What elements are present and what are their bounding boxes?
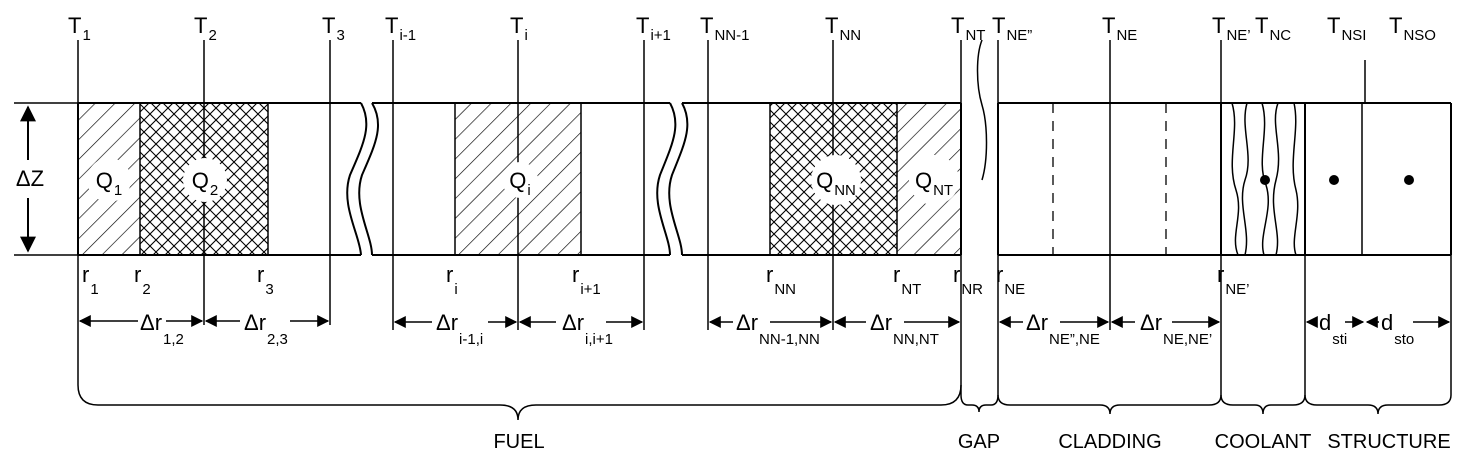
break-line-1 bbox=[346, 102, 368, 256]
temp-node-label-12: TNC bbox=[1255, 13, 1291, 44]
gap-region bbox=[975, 39, 989, 400]
spacing-label-0: Δr1,2 bbox=[140, 310, 184, 348]
radius-label-7: rNR bbox=[953, 262, 983, 298]
label-background bbox=[502, 162, 538, 198]
region-label-fuel: FUEL bbox=[493, 431, 544, 453]
region-label-gap: GAP bbox=[958, 431, 1000, 453]
spacing-label-6: ΔrNE”,NE bbox=[1026, 310, 1100, 348]
radius-label-3: ri bbox=[446, 262, 458, 298]
coolant-node-dot bbox=[1260, 175, 1270, 185]
radius-label-1: r2 bbox=[134, 262, 151, 298]
radius-label-6: rNT bbox=[893, 262, 921, 298]
radius-label-9: rNE’ bbox=[1217, 262, 1250, 298]
radius-label-5: rNN bbox=[766, 262, 796, 298]
temp-node-label-9: TNE” bbox=[992, 13, 1032, 44]
spacing-label-3: Δri,i+1 bbox=[562, 310, 613, 348]
coolant-brace bbox=[1220, 394, 1306, 415]
radius-label-2: r3 bbox=[257, 262, 274, 298]
temp-node-label-13: TNSI bbox=[1327, 13, 1366, 44]
spacing-label-7: ΔrNE,NE’ bbox=[1140, 310, 1212, 348]
label-background bbox=[909, 155, 959, 205]
region-label-structure: STRUCTURE bbox=[1327, 431, 1450, 453]
radius-label-8: rNE bbox=[996, 262, 1025, 298]
structure-outer-node-dot bbox=[1404, 175, 1414, 185]
height-dimension: ΔZ bbox=[10, 102, 78, 256]
temp-node-label-8: TNT bbox=[951, 13, 985, 44]
heat-label-4: QNT bbox=[915, 168, 953, 199]
heat-label-0: Q1 bbox=[96, 168, 122, 199]
label-background bbox=[811, 155, 861, 205]
spacing-label-4: ΔrNN-1,NN bbox=[736, 310, 820, 348]
temp-node-label-5: Ti+1 bbox=[636, 13, 671, 44]
temp-node-label-10: TNE bbox=[1102, 13, 1137, 44]
break-line-2 bbox=[358, 102, 380, 256]
region-label-coolant: COOLANT bbox=[1215, 431, 1312, 453]
temp-node-label-2: T3 bbox=[322, 13, 345, 44]
coolant-flow-lines bbox=[1231, 102, 1299, 256]
temperature-node-lines bbox=[77, 40, 1452, 395]
radius-label-4: ri+1 bbox=[572, 262, 601, 298]
spacing-label-9: dsto bbox=[1381, 310, 1414, 348]
spacing-label-2: Δri-1,i bbox=[436, 310, 483, 348]
heat-label-2: Qi bbox=[509, 168, 530, 199]
structure-inner-node-dot bbox=[1329, 175, 1339, 185]
temp-node-label-11: TNE’ bbox=[1212, 13, 1251, 44]
label-background bbox=[87, 158, 131, 202]
cladding-brace bbox=[997, 394, 1222, 415]
spacing-label-5: ΔrNN,NT bbox=[870, 310, 939, 348]
label-background bbox=[183, 158, 227, 202]
temp-node-label-3: Ti-1 bbox=[385, 13, 416, 44]
temp-node-label-1: T2 bbox=[194, 13, 217, 44]
radius-label-0: r1 bbox=[82, 262, 99, 298]
spacing-label-1: Δr2,3 bbox=[244, 310, 288, 348]
heat-label-1: Q2 bbox=[192, 168, 218, 199]
fuel-brace bbox=[77, 384, 962, 421]
spacing-arrows bbox=[78, 315, 1451, 328]
region-braces bbox=[77, 384, 1452, 421]
temp-node-label-7: TNN bbox=[825, 13, 861, 44]
break-line-4 bbox=[668, 102, 689, 256]
heat-label-3: QNN bbox=[816, 168, 856, 199]
outer-regions bbox=[997, 102, 1452, 256]
temp-node-label-4: Ti bbox=[510, 13, 528, 44]
temp-node-label-14: TNSO bbox=[1389, 13, 1436, 44]
temp-node-label-6: TNN-1 bbox=[700, 13, 749, 44]
spacing-label-8: dsti bbox=[1319, 310, 1347, 348]
structure-brace bbox=[1304, 394, 1452, 415]
region-label-cladding: CLADDING bbox=[1058, 431, 1161, 453]
break-line-3 bbox=[656, 102, 677, 256]
height-label: ΔZ bbox=[16, 166, 44, 191]
gap-brace bbox=[960, 394, 999, 413]
temp-node-label-0: T1 bbox=[68, 13, 91, 44]
